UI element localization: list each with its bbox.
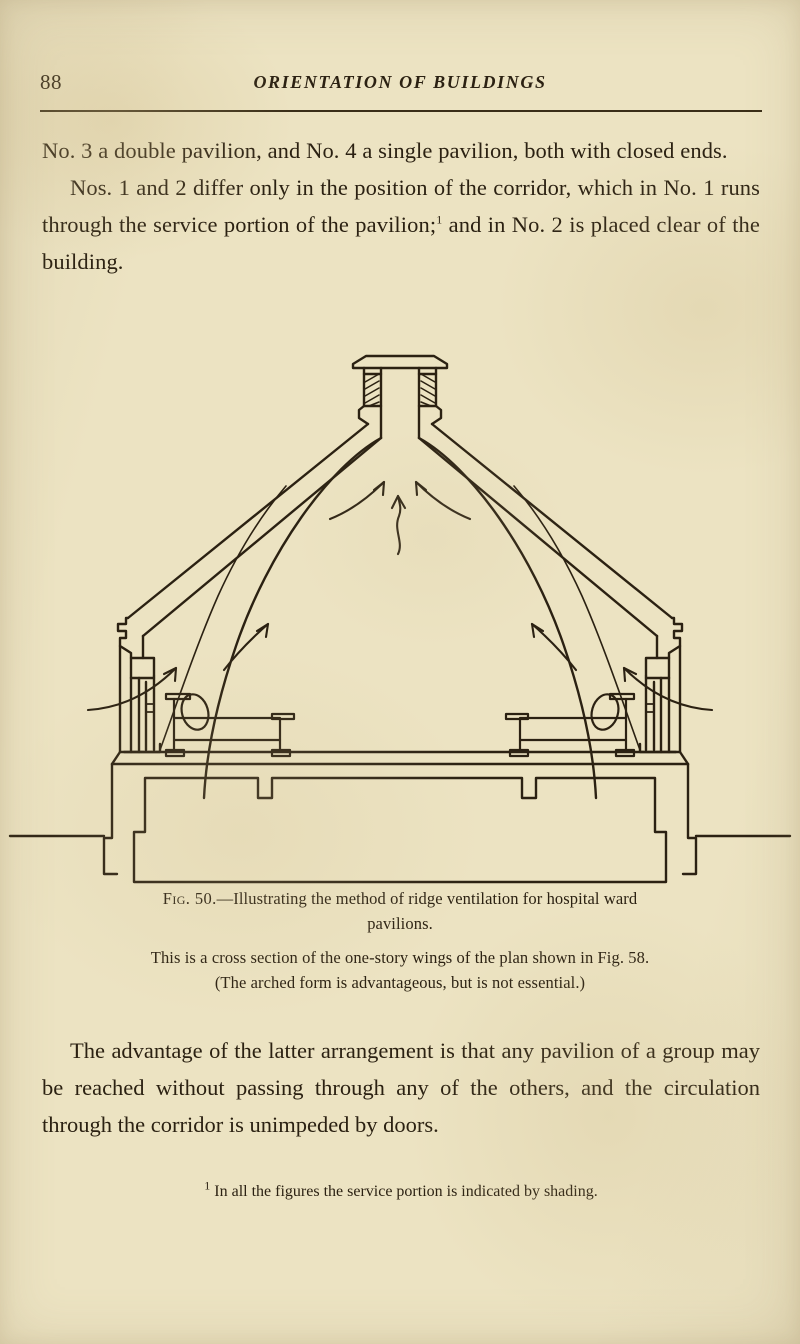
paragraph-1: No. 3 a double pavilion, and No. 4 a sin… — [42, 138, 728, 163]
gable-roof — [126, 422, 674, 638]
airflow-arrow-upper-right — [414, 480, 472, 521]
caption-note-1: This is a cross section of the one-story… — [150, 948, 650, 967]
paragraph-2: Nos. 1 and 2 differ only in the position… — [42, 169, 760, 280]
footnote-text: In all the figures the service portion i… — [214, 1183, 598, 1200]
caption-gap — [50, 936, 750, 945]
bed-right — [504, 692, 636, 758]
closing-text: The advantage of the latter arrangement … — [42, 1032, 760, 1143]
arched-ceiling — [202, 436, 598, 800]
figure-label: Fig. 50. — [162, 889, 217, 908]
paragraph-2-part-2: and in No. 2 is placed clear of the buil… — [42, 212, 760, 274]
figure-50 — [0, 346, 800, 886]
eave-bracket-left — [116, 616, 145, 680]
airflow-arrow-center — [390, 494, 407, 556]
airflow-arrow-inflow-right — [622, 666, 714, 712]
airflow-arrow-mid-right — [530, 622, 578, 672]
running-head: 88 ORIENTATION OF BUILDINGS — [40, 70, 760, 98]
airflow-arrows — [86, 480, 714, 751]
caption-line-2: pavilions. — [367, 914, 433, 933]
closing-paragraph: The advantage of the latter arrangement … — [42, 1038, 760, 1137]
airflow-streamlines — [159, 485, 641, 751]
header-rule — [40, 110, 762, 112]
page-folio: 88 — [40, 70, 62, 94]
figure-caption: Fig. 50.—Illustrating the method of ridg… — [50, 886, 750, 995]
ward-cross-section-drawing — [8, 354, 792, 884]
body-text: No. 3 a double pavilion, and No. 4 a sin… — [42, 132, 760, 280]
footnote-reference-marker: 1 — [436, 212, 443, 227]
ridge-ventilator-cap — [351, 354, 449, 370]
footnote: 1 In all the figures the service portion… — [42, 1180, 760, 1203]
caption-text-1: Illustrating the method of ridge ventila… — [233, 889, 638, 908]
caption-dash: — — [216, 889, 234, 908]
footnote-marker: 1 — [204, 1178, 211, 1193]
caption-note-2: (The arched form is advantageous, but is… — [214, 973, 586, 992]
caption-line-1: Fig. 50.—Illustrating the method of ridg… — [50, 886, 750, 911]
basement-wall — [102, 762, 698, 884]
eave-bracket-right — [655, 616, 684, 680]
window-left — [122, 656, 162, 754]
running-title: ORIENTATION OF BUILDINGS — [253, 72, 547, 92]
window-right — [638, 656, 678, 754]
floor-slab — [110, 750, 690, 766]
airflow-arrow-upper-left — [328, 480, 386, 521]
airflow-arrow-mid-left — [222, 622, 270, 672]
bed-left — [164, 692, 296, 758]
paragraph-2-part-1: Nos. 1 and 2 differ only in the position… — [42, 175, 760, 237]
airflow-arrow-inflow-left — [86, 666, 178, 712]
ridge-ventilator-louvers — [357, 366, 443, 440]
